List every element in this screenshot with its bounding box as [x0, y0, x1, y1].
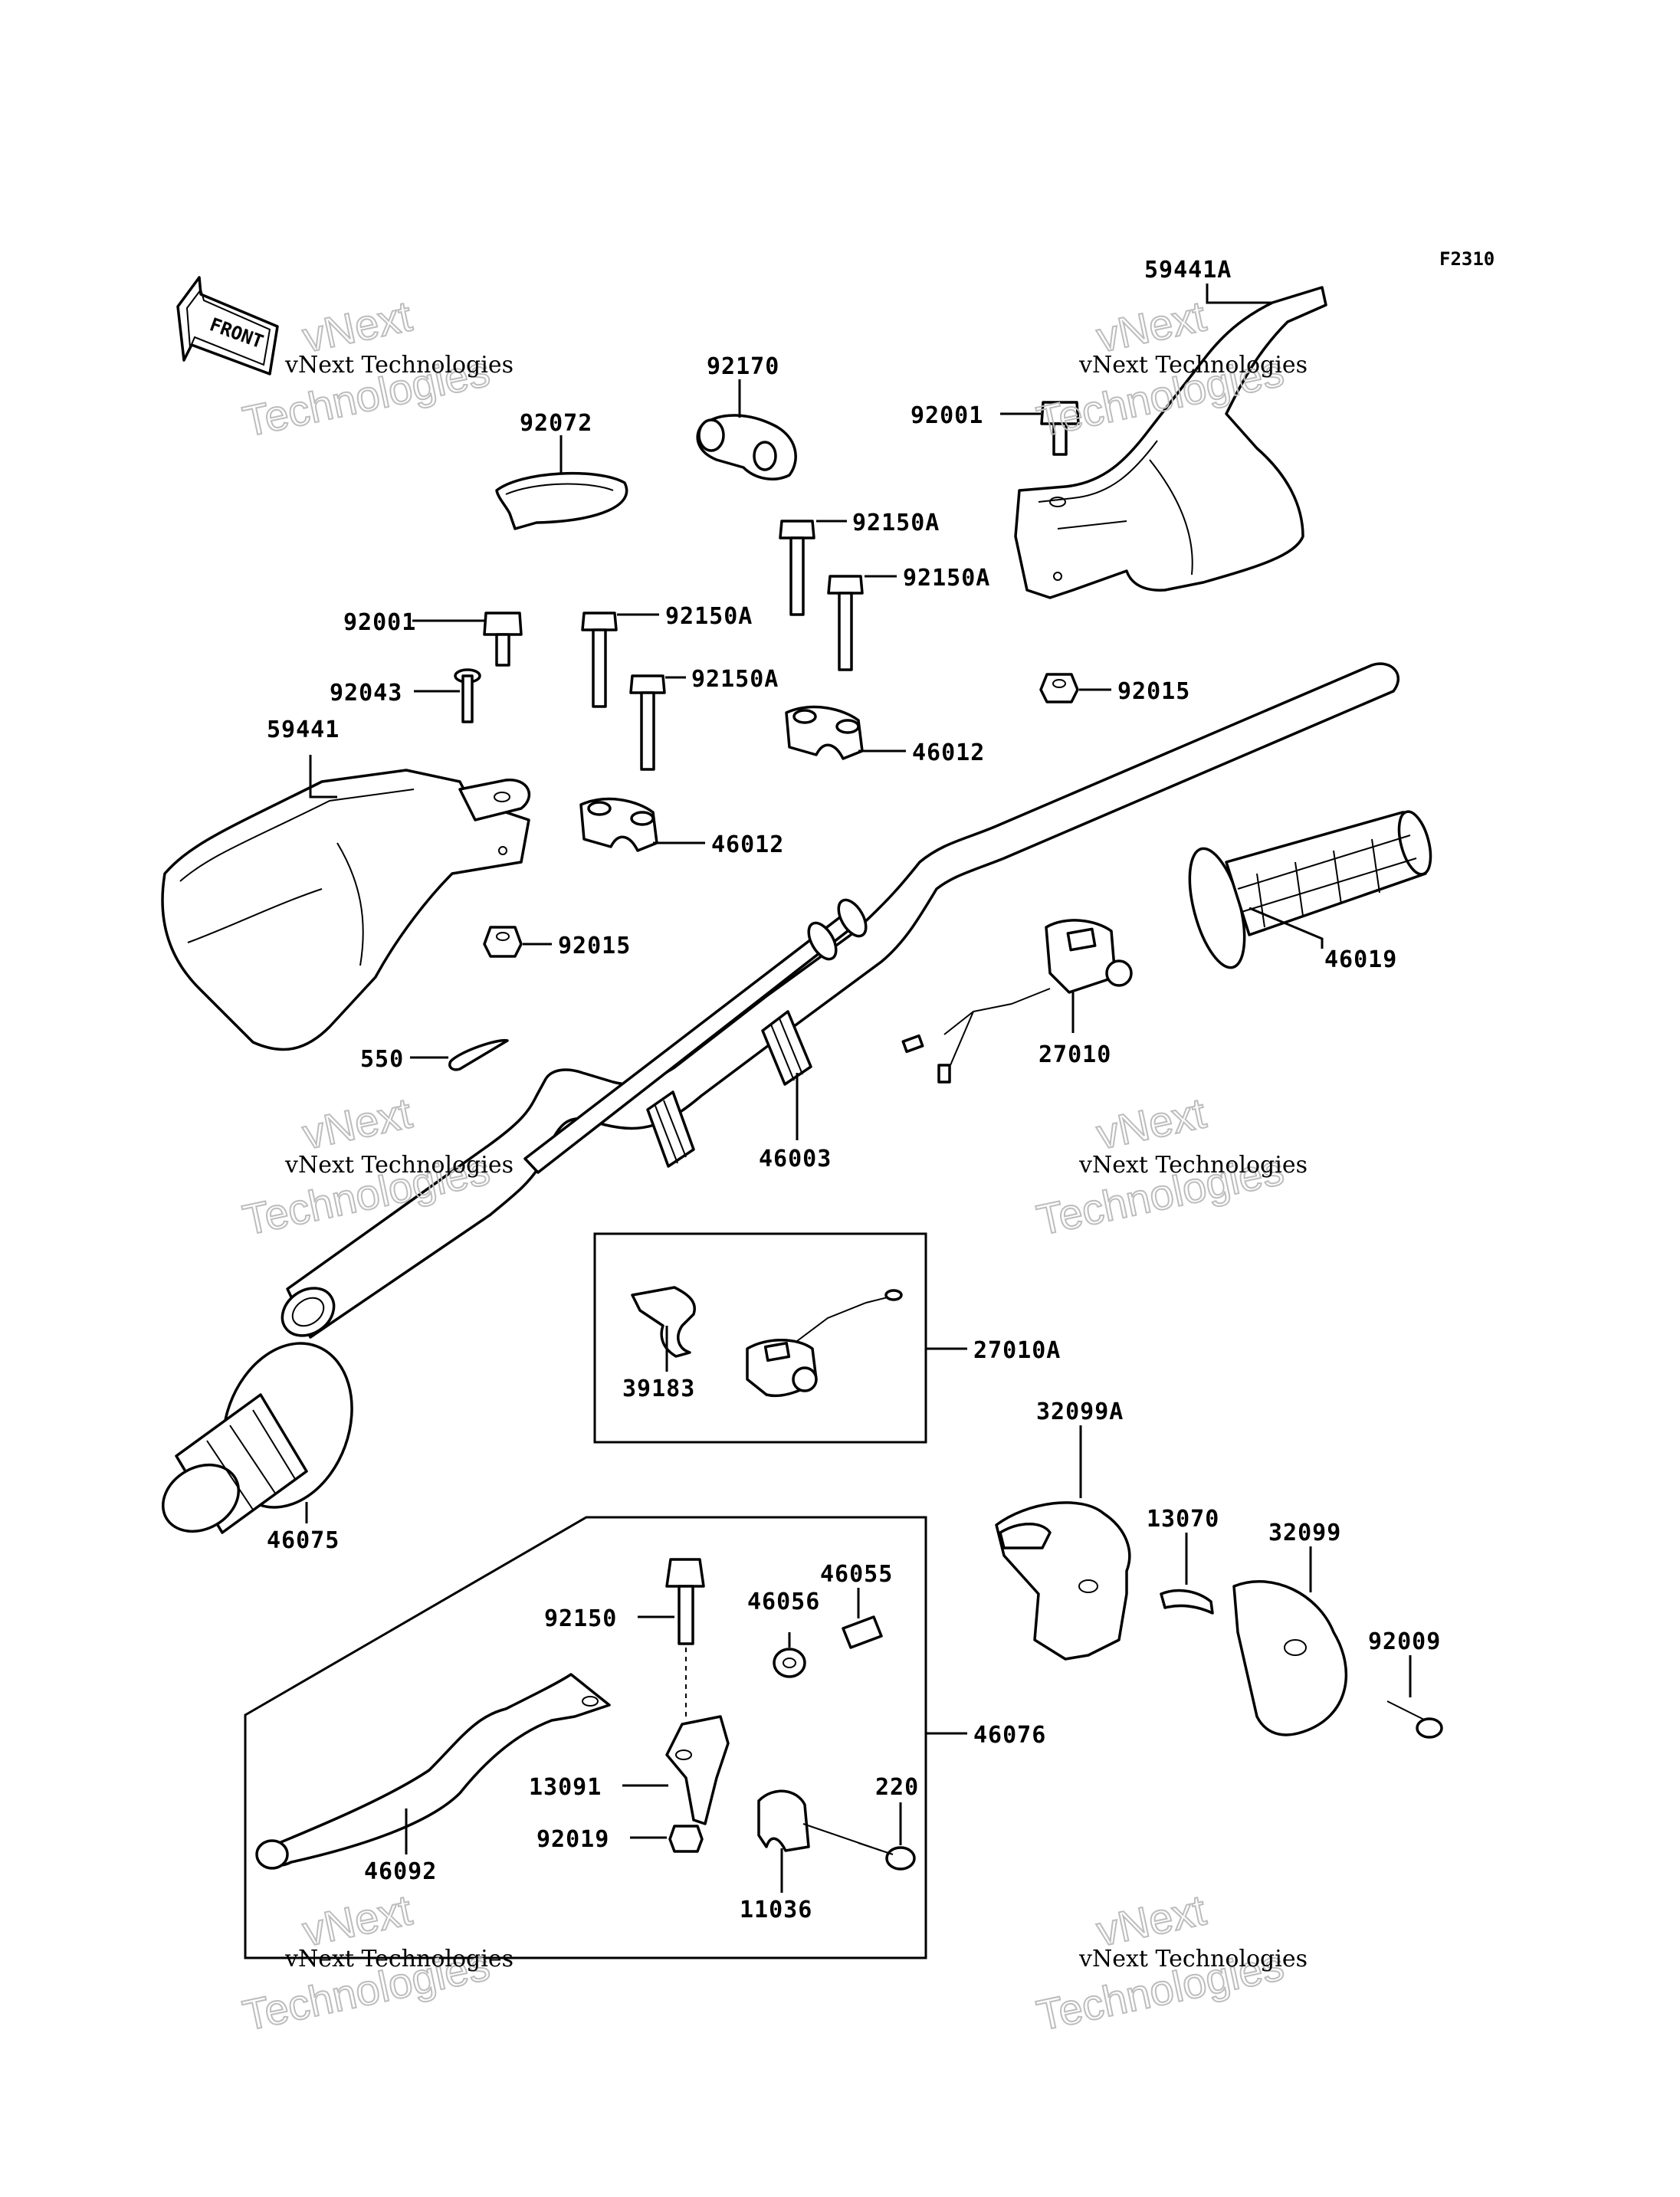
- handlebar-46003: [281, 662, 1399, 1339]
- svg-text:vNext Technologies: vNext Technologies: [284, 1152, 514, 1179]
- label-46012-lower: 46012: [711, 831, 784, 858]
- label-46092: 46092: [364, 1858, 437, 1885]
- box-27010A: [593, 1232, 927, 1444]
- throttle-housing-32099A: [995, 1501, 1131, 1661]
- label-92150: 92150: [544, 1605, 617, 1632]
- bolt-92001-right: [1040, 401, 1080, 456]
- watermark-middle-right: vNext Technologies vNext Technologies: [1032, 1087, 1308, 1244]
- label-550: 550: [360, 1046, 404, 1073]
- label-92015-right: 92015: [1117, 678, 1190, 705]
- nut-92015-right: [1039, 673, 1079, 703]
- label-46003: 46003: [759, 1146, 832, 1172]
- label-92001-left: 92001: [343, 609, 416, 636]
- label-220: 220: [875, 1774, 919, 1801]
- holder-46012-lower: [579, 797, 658, 852]
- clamp-92170: [696, 414, 797, 480]
- svg-text:vNext Technologies: vNext Technologies: [1078, 352, 1308, 379]
- label-46056: 46056: [747, 1589, 820, 1615]
- bolts-92150A: [581, 520, 864, 771]
- label-92009: 92009: [1368, 1628, 1441, 1655]
- label-59441: 59441: [267, 716, 340, 743]
- label-92019: 92019: [536, 1826, 609, 1853]
- svg-text:vNext Technologies: vNext Technologies: [1078, 1946, 1308, 1972]
- watermark-bottom-left: vNext Technologies vNext Technologies: [238, 1884, 514, 2040]
- label-92015-left: 92015: [558, 933, 631, 959]
- svg-text:vNext Technologies: vNext Technologies: [1078, 1152, 1308, 1179]
- diagram-ref-code: F2310: [1439, 248, 1495, 270]
- label-59441A: 59441A: [1144, 257, 1232, 284]
- label-27010: 27010: [1039, 1041, 1111, 1068]
- label-46012-upper: 46012: [912, 739, 985, 766]
- box-46076: [244, 1516, 927, 1959]
- front-arrow-icon: FRONT: [176, 276, 279, 375]
- pin-92043: [454, 668, 481, 723]
- holder-46012-upper: [785, 705, 864, 760]
- label-32099: 32099: [1268, 1520, 1341, 1546]
- throttle-grip-46019: [1188, 810, 1432, 969]
- nut-92015-left: [483, 926, 523, 958]
- label-92150A-3: 92150A: [665, 603, 753, 630]
- label-11036: 11036: [740, 1897, 812, 1923]
- label-92043: 92043: [330, 680, 402, 707]
- svg-text:vNext Technologies: vNext Technologies: [284, 352, 514, 379]
- bolt-92001-left: [483, 612, 523, 667]
- label-39183: 39183: [622, 1376, 695, 1402]
- cotter-pin-550: [448, 1038, 509, 1071]
- label-46076: 46076: [973, 1722, 1046, 1749]
- screw-92009: [1386, 1700, 1443, 1739]
- label-92150A-2: 92150A: [903, 565, 990, 592]
- handguard-59441: [161, 769, 530, 1051]
- switch-27010: [901, 919, 1133, 1084]
- label-46075: 46075: [267, 1527, 340, 1554]
- watermark-bottom-right: vNext Technologies vNext Technologies: [1032, 1884, 1308, 2040]
- throttle-cover-32099: [1232, 1579, 1348, 1736]
- label-46019: 46019: [1324, 946, 1397, 973]
- label-92001-right: 92001: [911, 402, 983, 429]
- svg-text:vNext Technologies: vNext Technologies: [284, 1946, 514, 1972]
- label-92170: 92170: [707, 353, 779, 380]
- svg-text:vNext: vNext: [1092, 1088, 1210, 1158]
- label-92150A-1: 92150A: [852, 510, 940, 536]
- grip-46075: [161, 1342, 353, 1534]
- label-13070: 13070: [1147, 1506, 1219, 1533]
- label-32099A: 32099A: [1036, 1399, 1124, 1425]
- handguard-59441A: [1014, 286, 1327, 599]
- leader-lines: [305, 284, 1412, 1893]
- svg-text:vNext: vNext: [298, 1088, 416, 1158]
- label-46055: 46055: [820, 1561, 893, 1588]
- part-labels: 59441A 92170 92072 92001 92150A 92150A 9…: [267, 257, 1441, 1923]
- cable-guide-13070: [1160, 1589, 1214, 1615]
- label-27010A: 27010A: [973, 1337, 1061, 1364]
- cable-band-92072: [495, 471, 628, 530]
- watermark-top-left: vNext Technologies vNext Technologies: [238, 290, 514, 446]
- label-92072: 92072: [520, 410, 592, 437]
- label-92150A-4: 92150A: [691, 666, 779, 693]
- label-13091: 13091: [529, 1774, 602, 1801]
